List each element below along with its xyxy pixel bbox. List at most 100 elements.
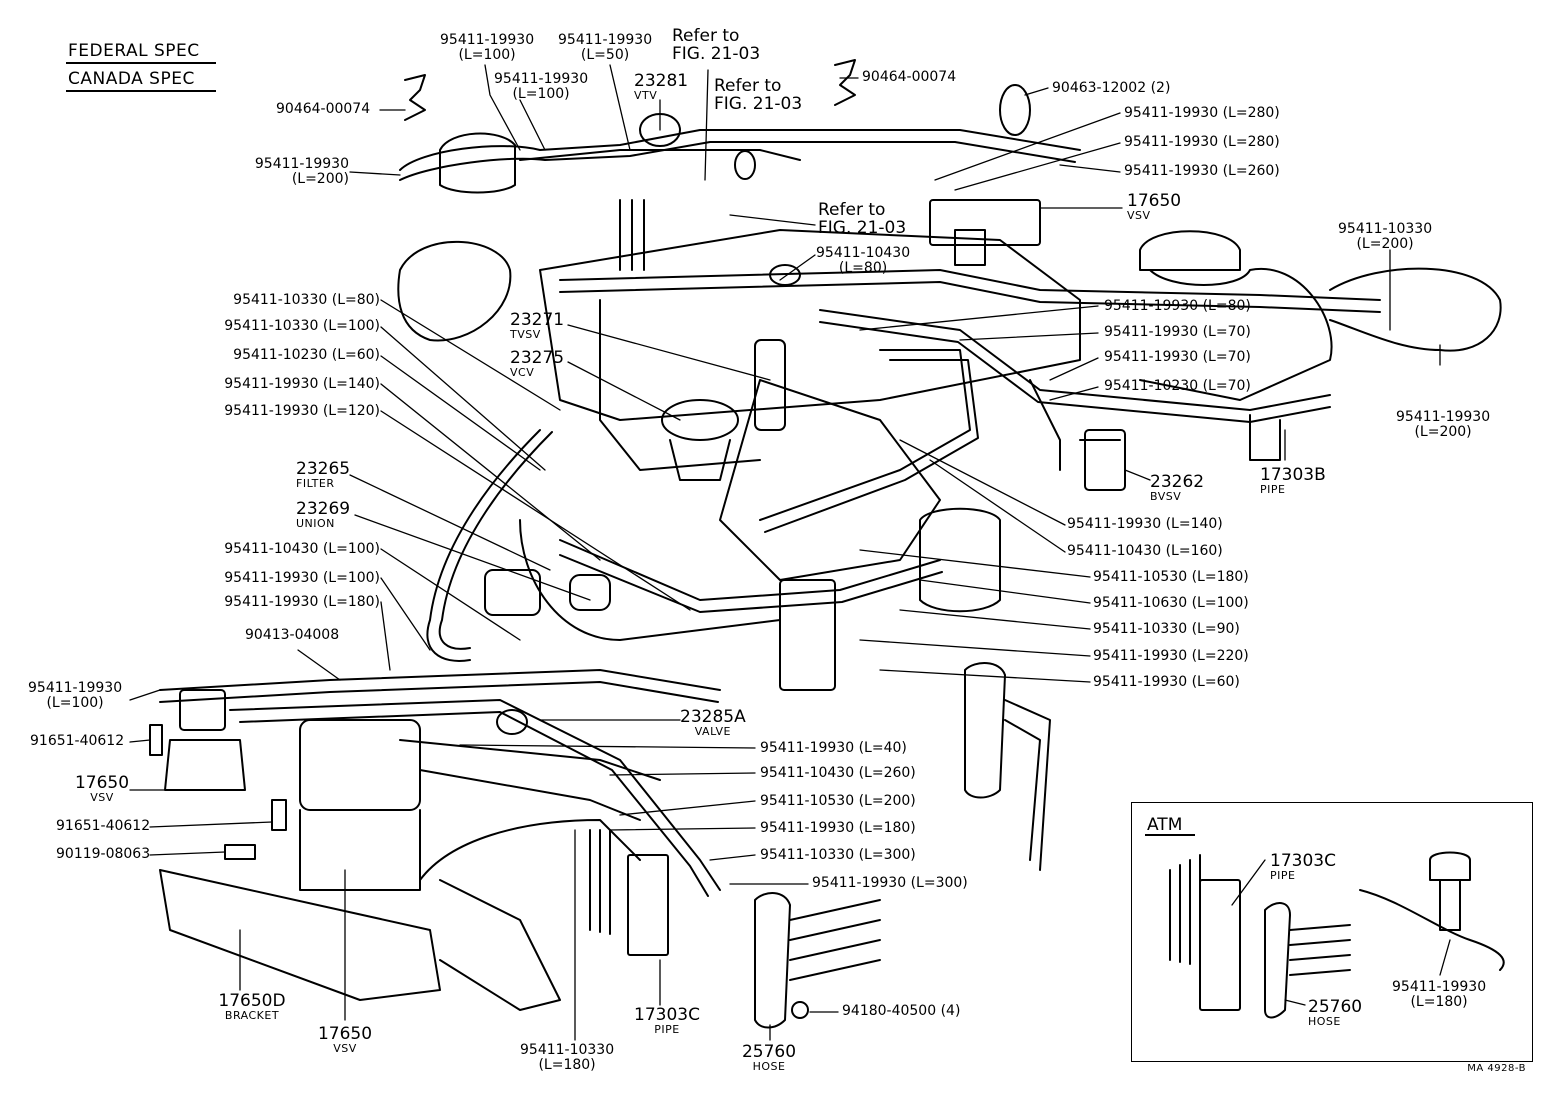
part-name: BRACKET (224, 1009, 280, 1022)
atm-inset-title: ATM (1147, 815, 1183, 835)
figure-reference: FIG. 21-03 (672, 44, 761, 64)
federal-spec-underline (66, 62, 216, 64)
callout-95411-19930-l280-a: 95411-19930 (L=280) (1124, 105, 1280, 121)
components (149, 59, 1281, 1029)
callout-17303c-pipe: 17303C PIPE (634, 1006, 700, 1036)
part-number: 23275 (510, 348, 565, 368)
part-length: (L=200) (291, 171, 349, 187)
callout-95411-19930-l200-right: 95411-19930 (L=200) (1396, 410, 1490, 440)
callout-95411-19930-l100-mid: 95411-19930 (L=100) (224, 570, 380, 586)
atm-callout-17303c-pipe: 17303C PIPE (1270, 852, 1336, 882)
callout-23275-vcv: 23275 VCV (510, 349, 564, 379)
atm-inset-artwork (1169, 851, 1505, 1019)
callout-95411-10330-l180: 95411-10330 (L=180) (520, 1043, 614, 1073)
callout-95411-19930-l300: 95411-19930 (L=300) (812, 875, 968, 891)
part-number: 23262 (1150, 472, 1205, 492)
callout-94180-40500: 94180-40500 (4) (842, 1003, 961, 1019)
part-number: 95411-19930 (28, 680, 123, 696)
drawing-code: MA 4928-B (1467, 1063, 1526, 1074)
callout-95411-10330-l80: 95411-10330 (L=80) (233, 292, 380, 308)
part-name: VTV (634, 89, 658, 102)
part-number: 95411-19930 (440, 32, 535, 48)
part-name: UNION (296, 517, 335, 530)
callout-95411-10330-l90: 95411-10330 (L=90) (1093, 621, 1240, 637)
callout-95411-10430-l100: 95411-10430 (L=100) (224, 541, 380, 557)
part-length: (L=100) (512, 86, 570, 102)
part-name: HOSE (752, 1060, 786, 1073)
callout-95411-19930-l200-left: 95411-19930 (L=200) (254, 157, 349, 187)
part-number: 95411-19930 (254, 156, 349, 172)
part-number: 95411-10330 (1338, 221, 1433, 237)
part-name: VSV (1127, 209, 1151, 222)
atm-callout-25760-hose: 25760 HOSE (1308, 998, 1362, 1028)
refer-text: Refer to (714, 76, 782, 96)
federal-spec-title: FEDERAL SPEC (68, 41, 200, 61)
callout-95411-19930-l100-b: 95411-19930 (L=100) (494, 72, 588, 102)
part-number: 17650 (1127, 191, 1182, 211)
part-number: 95411-19930 (558, 32, 653, 48)
hose-lines (159, 129, 1381, 935)
callout-95411-10330-l300: 95411-10330 (L=300) (760, 847, 916, 863)
callout-95411-10430-l160: 95411-10430 (L=160) (1067, 543, 1223, 559)
part-number: 23285A (680, 707, 746, 727)
callout-23269-union: 23269 UNION (296, 500, 350, 530)
callout-95411-19930-l120: 95411-19930 (L=120) (224, 403, 380, 419)
callout-95411-19930-l260: 95411-19930 (L=260) (1124, 163, 1280, 179)
part-number: 95411-19930 (1396, 409, 1491, 425)
part-name: PIPE (1270, 869, 1296, 882)
refer-text: Refer to (818, 200, 886, 220)
callout-95411-10230-l70: 95411-10230 (L=70) (1104, 378, 1251, 394)
refer-fig-21-03-top: Refer to FIG. 21-03 (672, 27, 760, 63)
callout-95411-10530-l180: 95411-10530 (L=180) (1093, 569, 1249, 585)
part-name: BVSV (1150, 490, 1182, 503)
part-name: VCV (510, 366, 535, 379)
part-number: 17650D (218, 991, 286, 1011)
callout-17650-vsv-bottom: 17650 VSV (315, 1025, 375, 1055)
atm-title-underline (1145, 834, 1195, 836)
callout-17303b-pipe: 17303B PIPE (1260, 466, 1326, 496)
callout-95411-10330-l100: 95411-10330 (L=100) (224, 318, 380, 334)
callout-25760-hose: 25760 HOSE (741, 1043, 797, 1073)
figure-reference: FIG. 21-03 (714, 94, 803, 114)
part-length: (L=200) (1356, 236, 1414, 252)
callout-95411-10430-l260: 95411-10430 (L=260) (760, 765, 916, 781)
part-number: 95411-10430 (816, 245, 911, 261)
callout-95411-19930-l280-b: 95411-19930 (L=280) (1124, 134, 1280, 150)
part-name: FILTER (296, 477, 335, 490)
callout-95411-10330-l200: 95411-10330 (L=200) (1338, 222, 1432, 252)
callout-95411-19930-l220: 95411-19930 (L=220) (1093, 648, 1249, 664)
part-number: 23265 (296, 459, 351, 479)
canada-spec-title: CANADA SPEC (68, 69, 195, 89)
part-number: 17303C (634, 1005, 700, 1025)
engine-outline (397, 132, 1502, 613)
leader-lines (129, 64, 1451, 1041)
callout-90463-12002: 90463-12002 (2) (1052, 80, 1171, 96)
part-length: (L=80) (838, 260, 888, 276)
callout-95411-10530-l200: 95411-10530 (L=200) (760, 793, 916, 809)
part-length: (L=200) (1414, 424, 1472, 440)
part-number: 23269 (296, 499, 351, 519)
refer-fig-21-03-lower: Refer to FIG. 21-03 (818, 201, 906, 237)
callout-95411-19930-l140-left: 95411-19930 (L=140) (224, 376, 380, 392)
callout-95411-19930-l70-a: 95411-19930 (L=70) (1104, 324, 1251, 340)
part-length: (L=50) (580, 47, 630, 63)
callout-90413-04008: 90413-04008 (245, 627, 340, 643)
callout-23271-tvsv: 23271 TVSV (510, 311, 564, 341)
callout-95411-10430-l80: 95411-10430 (L=80) (816, 246, 910, 276)
callout-23285a-valve: 23285A VALVE (680, 708, 746, 738)
callout-95411-19930-l140-right: 95411-19930 (L=140) (1067, 516, 1223, 532)
callout-23281-vtv: 23281 VTV (634, 72, 688, 102)
refer-fig-21-03-mid: Refer to FIG. 21-03 (714, 77, 802, 113)
part-number: 95411-19930 (494, 71, 589, 87)
callout-95411-19930-l100-left: 95411-19930 (L=100) (28, 681, 122, 711)
callout-95411-19930-l60: 95411-19930 (L=60) (1093, 674, 1240, 690)
callout-95411-19930-l40: 95411-19930 (L=40) (760, 740, 907, 756)
figure-reference: FIG. 21-03 (818, 218, 907, 238)
callout-23262-bvsv: 23262 BVSV (1150, 473, 1204, 503)
part-name: VSV (90, 791, 114, 804)
callout-95411-19930-l180-left: 95411-19930 (L=180) (224, 594, 380, 610)
callout-95411-19930-l100-a: 95411-19930 (L=100) (440, 33, 534, 63)
part-name: VALVE (694, 725, 731, 738)
callout-95411-10230-l60: 95411-10230 (L=60) (233, 347, 380, 363)
